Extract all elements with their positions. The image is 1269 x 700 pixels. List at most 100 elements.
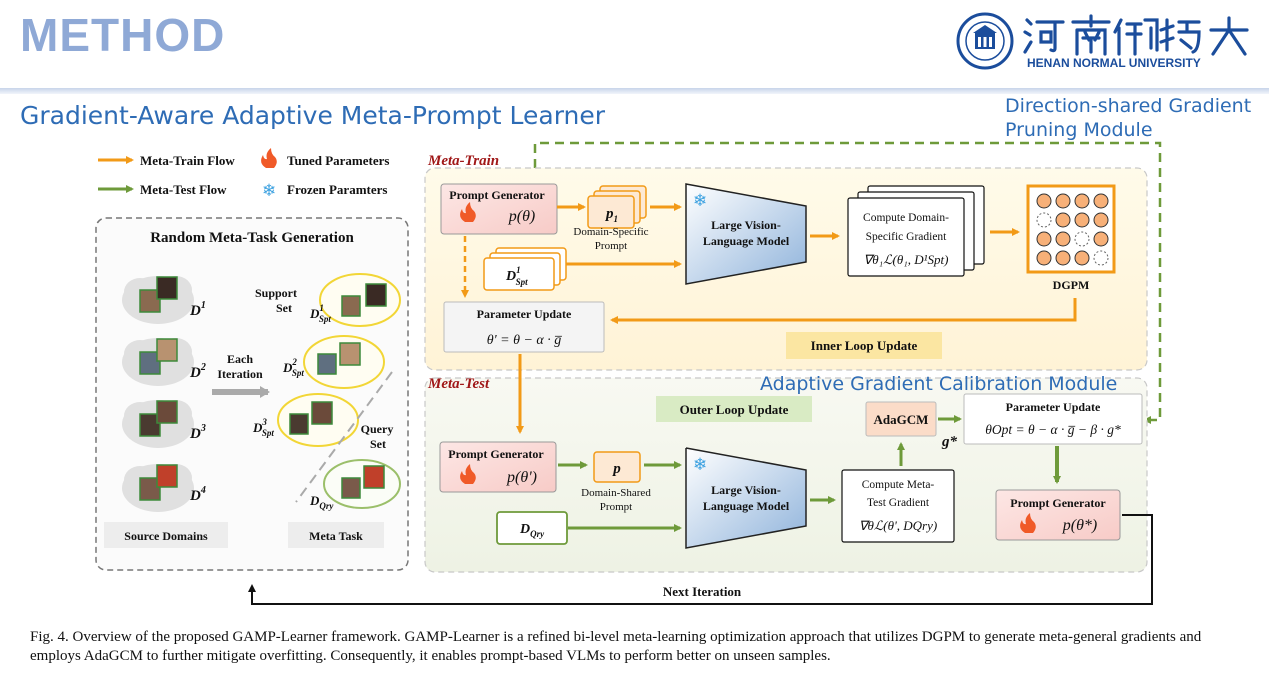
flame-icon <box>261 148 277 168</box>
support-set-clouds <box>277 273 401 447</box>
test-param-update <box>963 393 1143 445</box>
grad-card <box>847 197 965 277</box>
train-param-update <box>443 301 605 353</box>
domain-shared-prompt-line1: Domain-Shared <box>581 487 651 499</box>
domain-labels: D1 D2 D3 D4 <box>189 300 206 504</box>
agcm-module-label: Adaptive Gradient Calibration Module <box>760 373 1117 395</box>
train-lvlm <box>685 183 807 285</box>
meta-task-label: Meta Task <box>309 529 363 543</box>
domain-cloud-2 <box>122 338 194 386</box>
university-seal-icon <box>956 12 1014 70</box>
inner-loop-tag <box>786 332 942 359</box>
source-domain-clouds <box>122 276 194 512</box>
g-star-label: g* <box>941 434 958 450</box>
inner-loop-label: Inner Loop Update <box>811 338 918 353</box>
next-iteration-label: Next Iteration <box>663 584 742 599</box>
train-param-update-title: Parameter Update <box>477 307 572 321</box>
train-p-theta: p(θ) <box>508 208 536 225</box>
snowflake-icon: ❄ <box>262 181 276 201</box>
domain-specific-prompt-line1: Domain-Specific <box>573 226 648 238</box>
final-p-theta-star: p(θ*) <box>1062 517 1098 534</box>
domain-label-1: D1 <box>189 300 206 319</box>
adagcm-box <box>865 401 937 437</box>
test-grad-formula: ∇θℒ(θ', DQry) <box>859 518 937 533</box>
test-grad-label-line2: Test Gradient <box>867 497 930 509</box>
test-p-theta-prime: p(θ') <box>506 469 537 486</box>
test-lvlm-snowflake-icon: ❄ <box>693 455 707 475</box>
legend-test-label: Meta-Test Flow <box>140 182 227 197</box>
dspt-card <box>483 257 555 291</box>
domain-cloud-4 <box>122 464 194 512</box>
university-name: HENAN NORMAL UNIVERSITY <box>1027 56 1201 70</box>
legend-frozen-label: Frozen Paramters <box>287 182 387 197</box>
legend-train-label: Meta-Train Flow <box>140 153 235 168</box>
adagcm-label: AdaGCM <box>874 412 929 427</box>
each-iteration-line1: Each <box>227 352 253 366</box>
test-grad-label-line1: Compute Meta- <box>862 479 935 491</box>
test-update-formula: θOpt = θ − α · g̅ − β · g* <box>985 422 1121 437</box>
domain-label-3: D3 <box>189 423 206 442</box>
test-lvlm-label-line2: Language Model <box>703 499 790 513</box>
domain-specific-prompt-line2: Prompt <box>595 240 627 252</box>
query-set-label-line1: Query <box>361 422 394 436</box>
p1-label: p1 <box>604 206 618 224</box>
legend: Meta-Train Flow Meta-Test Flow Tuned Par… <box>98 148 389 201</box>
dgpm-module-label-line2: Pruning Module <box>1005 119 1153 141</box>
university-calligraphy-icon <box>1023 14 1249 56</box>
query-set-cloud <box>323 459 401 509</box>
meta-task-tag <box>288 522 384 548</box>
train-prompt-generator-title: Prompt Generator <box>449 188 545 202</box>
query-set-label-line2: Set <box>370 437 386 451</box>
test-grad-box <box>841 469 955 543</box>
header-divider <box>0 88 1269 94</box>
domain-label-2: D2 <box>189 362 206 381</box>
train-grad-formula: ∇θ₁ℒ(θ₁, D¹Spt) <box>864 252 949 267</box>
test-lvlm-label-line1: Large Vision- <box>711 483 781 497</box>
dgpm-module-label-line1: Direction-shared Gradient <box>1005 95 1251 117</box>
source-domains-tag <box>104 522 228 548</box>
legend-tuned-label: Tuned Parameters <box>287 153 389 168</box>
inner-loop-arrow <box>610 298 1077 324</box>
p-shared-label: p <box>611 461 621 477</box>
source-domains-label: Source Domains <box>124 529 208 543</box>
outer-loop-label: Outer Loop Update <box>680 402 789 417</box>
next-iteration-arrow <box>248 514 1153 605</box>
test-flame-icon <box>460 464 476 484</box>
support-set-label-line1: Support <box>255 286 297 300</box>
test-lvlm <box>685 447 807 549</box>
train-update-formula: θ' = θ − α · g̅ <box>487 333 563 348</box>
meta-test-label: Meta-Test <box>427 376 490 392</box>
figure-caption: Fig. 4. Overview of the proposed GAMP-Le… <box>30 629 1202 664</box>
meta-train-label: Meta-Train <box>427 153 499 169</box>
support-cloud-3 <box>277 393 359 447</box>
final-prompt-generator-title: Prompt Generator <box>1010 496 1106 510</box>
page-title: METHOD <box>20 9 226 61</box>
university-logo: HENAN NORMAL UNIVERSITY <box>956 12 1249 70</box>
train-flame-icon <box>460 202 476 222</box>
task-generation-title: Random Meta-Task Generation <box>150 230 354 246</box>
p-shared-card <box>593 451 641 483</box>
support-query-separator <box>295 371 393 503</box>
support-cloud-2 <box>303 335 385 389</box>
support-cloud-1 <box>319 273 401 327</box>
final-flame-icon <box>1020 513 1036 533</box>
train-grad-label-line2: Specific Gradient <box>866 231 948 243</box>
domain-cloud-1 <box>122 276 194 324</box>
test-prompt-generator-title: Prompt Generator <box>448 447 544 461</box>
dgpm-label: DGPM <box>1053 278 1090 292</box>
train-lvlm-label-line2: Language Model <box>703 234 790 248</box>
dgpm-cells <box>1036 193 1109 266</box>
outer-loop-tag <box>656 396 812 422</box>
train-grad-label-line1: Compute Domain- <box>863 212 949 224</box>
p1-card <box>587 195 635 229</box>
dgpm-dashed-connector <box>533 141 1162 424</box>
domain-cloud-3 <box>122 400 194 448</box>
test-param-update-title: Parameter Update <box>1006 400 1101 414</box>
dqry-card <box>496 511 568 545</box>
domain-label-4: D4 <box>189 485 206 504</box>
train-lvlm-label-line1: Large Vision- <box>711 218 781 232</box>
section-subtitle: Gradient-Aware Adaptive Meta-Prompt Lear… <box>20 101 606 130</box>
train-lvlm-snowflake-icon: ❄ <box>693 191 707 211</box>
